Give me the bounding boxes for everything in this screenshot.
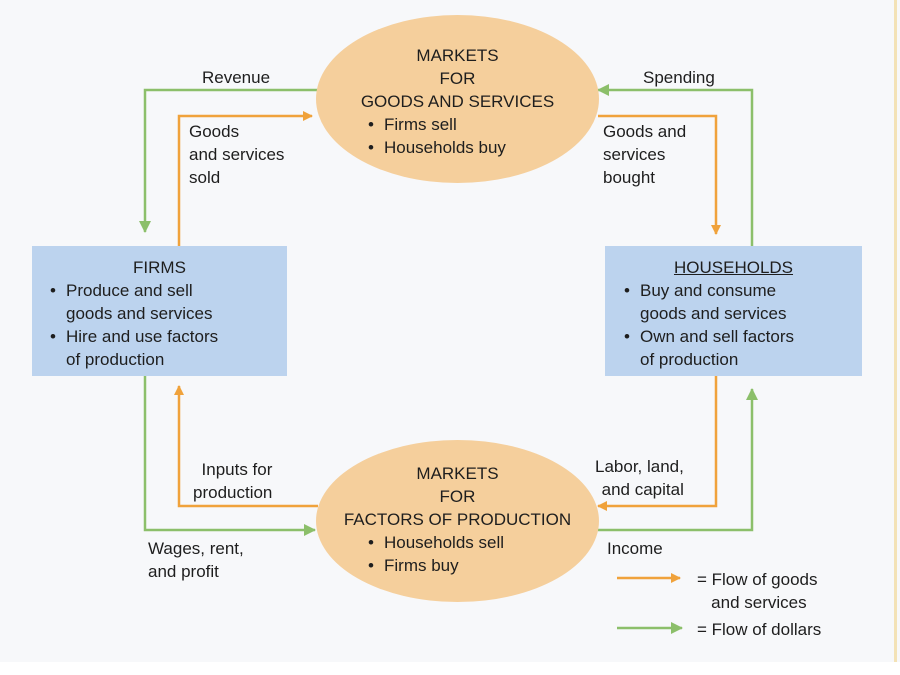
factor-market-title-1: MARKETS xyxy=(416,464,499,483)
goods-market-bullet: Firms sell xyxy=(362,113,506,136)
households-bullets: Buy and consume goods and services Own a… xyxy=(618,279,794,371)
goods-market-bullets: Firms sell Households buy xyxy=(362,113,506,159)
goods-bought-label: Goods and services bought xyxy=(603,122,687,187)
firms-bullet: Hire and use factors of production xyxy=(44,325,218,371)
page-edge-rule xyxy=(894,0,897,662)
legend-goods-label: = Flow of goods and services xyxy=(697,570,818,612)
spending-label: Spending xyxy=(643,68,715,87)
firms-bullet: Produce and sell goods and services xyxy=(44,279,218,325)
income-label: Income xyxy=(607,539,663,558)
goods-market-title-3: GOODS AND SERVICES xyxy=(360,92,555,111)
firms-bullets: Produce and sell goods and services Hire… xyxy=(44,279,218,371)
factor-market-bullets: Households sell Firms buy xyxy=(362,531,504,577)
firms-title: FIRMS xyxy=(133,258,186,277)
inputs-arrow xyxy=(174,385,318,508)
factor-market-title-2: FOR xyxy=(439,487,476,506)
factor-market-bullet: Firms buy xyxy=(362,554,504,577)
inputs-label: Inputs for production xyxy=(193,460,273,502)
revenue-label: Revenue xyxy=(202,68,271,87)
legend-dollars-label: = Flow of dollars xyxy=(697,620,822,639)
wages-label: Wages, rent, and profit xyxy=(148,539,244,581)
goods-sold-label: Goods and services sold xyxy=(189,122,285,187)
goods-market-title-1: MARKETS xyxy=(416,46,499,65)
revenue-arrow xyxy=(139,88,318,233)
spending-arrow xyxy=(597,84,754,246)
wages-arrow xyxy=(143,376,316,536)
goods-market-title-2: FOR xyxy=(439,69,476,88)
labor-arrow xyxy=(597,376,718,511)
goods-bought-arrow xyxy=(598,114,721,235)
households-bullet: Own and sell factors of production xyxy=(618,325,794,371)
households-bullet: Buy and consume goods and services xyxy=(618,279,794,325)
income-arrow xyxy=(598,388,758,532)
goods-market-bullet: Households buy xyxy=(362,136,506,159)
goods-sold-arrow xyxy=(177,111,313,246)
labor-label: Labor, land, and capital xyxy=(595,457,684,499)
factor-market-title-3: FACTORS OF PRODUCTION xyxy=(343,510,572,529)
factor-market-bullet: Households sell xyxy=(362,531,504,554)
households-title: HOUSEHOLDS xyxy=(673,258,794,277)
